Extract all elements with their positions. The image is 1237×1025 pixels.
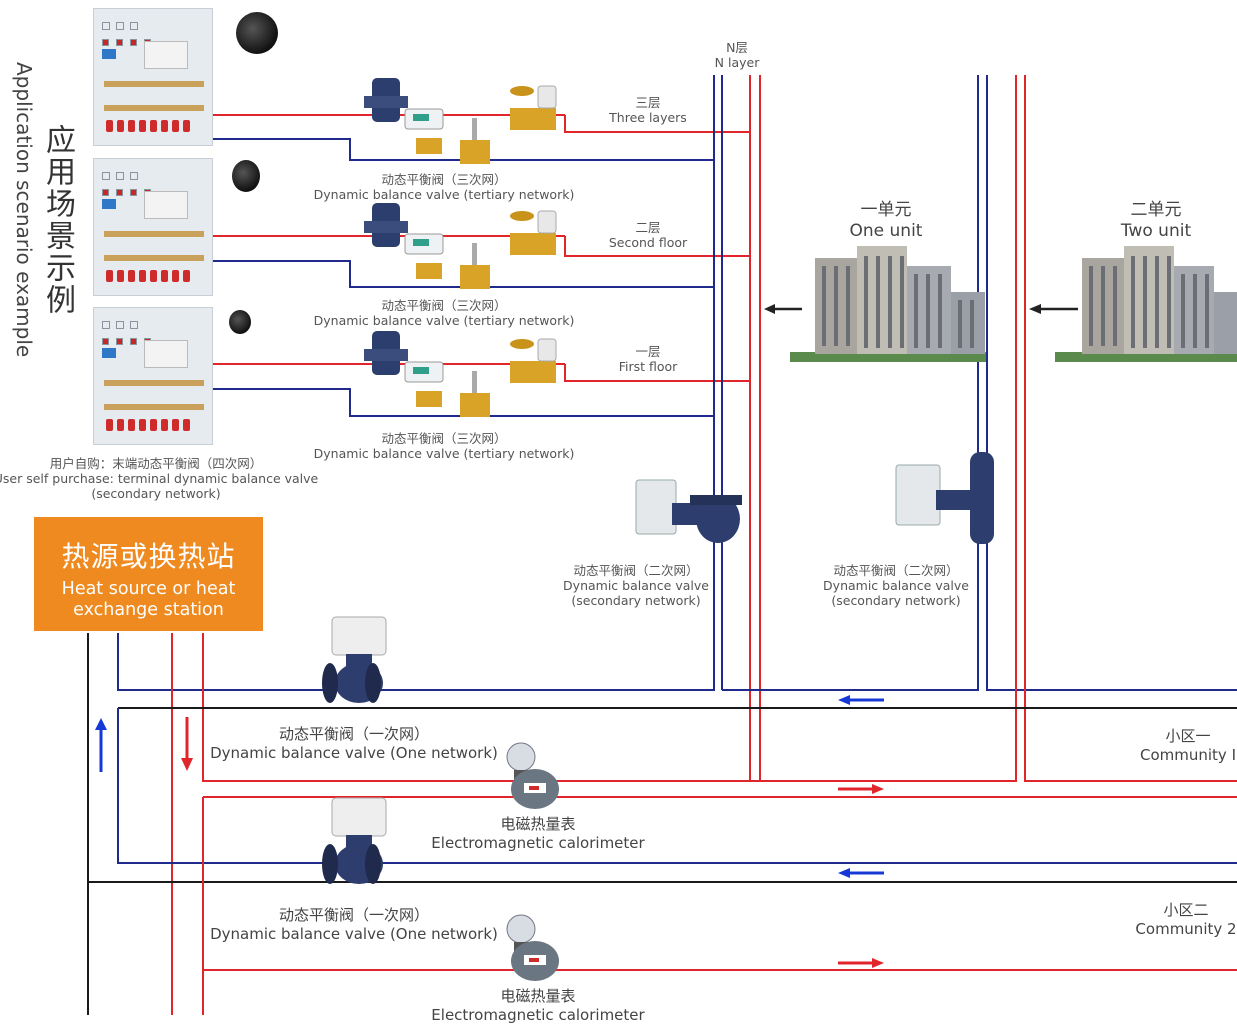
- manifold-cabinet-1f: [93, 307, 213, 445]
- primary-valve-2-image: [322, 797, 387, 884]
- secondary-valve-cn: 动态平衡阀（二次网）: [833, 563, 959, 578]
- calorimeter-cn: 电磁热量表: [500, 987, 576, 1005]
- left-arrow-black-2: [1029, 304, 1078, 314]
- tertiary-valve-caption-2f: 动态平衡阀（三次网） Dynamic balance valve (tertia…: [314, 298, 575, 328]
- unit-label-2: 二单元 Two unit: [1121, 200, 1191, 242]
- n-layer-en: N layer: [714, 55, 760, 70]
- calorimeter-en: Electromagnetic calorimeter: [431, 834, 645, 852]
- unit-2-cn: 二单元: [1130, 200, 1182, 220]
- calorimeter-2-image: [506, 914, 559, 981]
- calorimeter-en: Electromagnetic calorimeter: [431, 1006, 645, 1024]
- primary-valve-cn: 动态平衡阀（一次网）: [278, 725, 430, 743]
- title-en: Application scenario example: [12, 62, 36, 358]
- primary-valve-1-image: [322, 616, 387, 703]
- primary-valve-en: Dynamic balance valve (One network): [210, 744, 498, 762]
- secondary-valve-en1: Dynamic balance valve: [823, 578, 969, 593]
- calorimeter-caption-2: 电磁热量表 Electromagnetic calorimeter: [431, 987, 644, 1025]
- tertiary-valve-group-2f: [364, 203, 557, 289]
- floor-label-3: 三层 Three layers: [609, 95, 687, 125]
- floor-label-3-en: Three layers: [609, 110, 687, 125]
- heat-source-box: 热源或换热站 Heat source or heat exchange stat…: [34, 517, 263, 631]
- unit-1-en: One unit: [849, 221, 923, 241]
- n-layer-cn: N层: [726, 40, 748, 55]
- unit-2-en: Two unit: [1120, 221, 1192, 241]
- floor-pipes: [213, 114, 750, 417]
- calorimeter-caption-1: 电磁热量表 Electromagnetic calorimeter: [431, 815, 644, 853]
- community-label-2: 小区二 Community 2: [1135, 901, 1236, 939]
- thermostat-icon: [236, 12, 278, 54]
- user-purchase-line1: 用户自购：末端动态平衡阀（四次网）: [49, 456, 263, 471]
- floor-label-2-en: Second floor: [608, 235, 688, 250]
- primary-valve-cn: 动态平衡阀（一次网）: [278, 906, 430, 924]
- user-purchase-line3: (secondary network): [91, 486, 221, 501]
- secondary-valve-en2: (secondary network): [571, 593, 701, 608]
- unit-label-1: 一单元 One unit: [850, 200, 923, 242]
- left-arrow-blue-2: [838, 868, 884, 878]
- community-1-cn: 小区一: [1165, 727, 1211, 745]
- secondary-valve-en2: (secondary network): [831, 593, 961, 608]
- up-arrow-blue: [95, 718, 107, 772]
- tertiary-valve-groups: [364, 78, 557, 417]
- left-arrow-blue-1: [838, 695, 884, 705]
- primary-valve-caption-1: 动态平衡阀（一次网） Dynamic balance valve (One ne…: [210, 725, 498, 763]
- tertiary-valve-caption-3f: 动态平衡阀（三次网） Dynamic balance valve (tertia…: [314, 172, 575, 202]
- secondary-valve-caption-2: 动态平衡阀（二次网） Dynamic balance valve (second…: [823, 563, 969, 608]
- flow-arrows: [95, 304, 1078, 968]
- primary-network-lines: [87, 633, 1237, 1015]
- tertiary-valve-group-1f: [364, 331, 557, 417]
- thermostat-icon: [229, 310, 251, 334]
- thermostat-icon: [232, 160, 260, 192]
- down-arrow-red: [181, 717, 193, 771]
- tertiary-valve-cn: 动态平衡阀（三次网）: [381, 431, 507, 446]
- secondary-valve-2-image: [895, 452, 994, 544]
- right-arrow-red-1: [838, 784, 884, 794]
- floor-label-3-cn: 三层: [635, 95, 661, 110]
- tertiary-valve-cn: 动态平衡阀（三次网）: [381, 298, 507, 313]
- calorimeter-1-image: [506, 742, 559, 809]
- building-unit-2-image: [1055, 246, 1237, 362]
- left-arrow-black-1: [764, 304, 802, 314]
- tertiary-valve-caption-1f: 动态平衡阀（三次网） Dynamic balance valve (tertia…: [314, 431, 575, 461]
- title-cn-text: 应用场景示例: [40, 124, 75, 316]
- manifold-cabinet-3f: [93, 8, 213, 146]
- secondary-valve-cn: 动态平衡阀（二次网）: [573, 563, 699, 578]
- manifold-cabinet-2f: [93, 158, 213, 296]
- secondary-valve-caption-1: 动态平衡阀（二次网） Dynamic balance valve (second…: [563, 563, 709, 608]
- heat-source-cn: 热源或换热站: [61, 540, 236, 573]
- right-arrow-red-2: [838, 958, 884, 968]
- title-cn: 应用场景示例: [40, 124, 75, 316]
- unit-1-cn: 一单元: [860, 200, 912, 220]
- n-layer-label: N层 N layer: [715, 40, 760, 70]
- floor-label-2-cn: 二层: [635, 220, 661, 235]
- heat-source-en-2: exchange station: [73, 600, 224, 620]
- primary-valve-en: Dynamic balance valve (One network): [210, 925, 498, 943]
- community-1-en: Community I: [1139, 746, 1237, 764]
- calorimeter-cn: 电磁热量表: [500, 815, 576, 833]
- primary-valve-caption-2: 动态平衡阀（一次网） Dynamic balance valve (One ne…: [210, 906, 498, 944]
- community-2-en: Community 2: [1135, 920, 1237, 938]
- riser-unit-2: [722, 75, 1237, 782]
- floor-label-2: 二层 Second floor: [609, 220, 687, 250]
- community-2-cn: 小区二: [1163, 901, 1209, 919]
- building-unit-1-image: [790, 246, 986, 362]
- tertiary-valve-group-3f: [364, 78, 557, 164]
- tertiary-valve-cn: 动态平衡阀（三次网）: [381, 172, 507, 187]
- floor-label-1: 一层 First floor: [619, 344, 678, 374]
- tertiary-valve-en: Dynamic balance valve (tertiary network): [313, 187, 575, 202]
- tertiary-valve-en: Dynamic balance valve (tertiary network): [313, 313, 575, 328]
- tertiary-valve-en: Dynamic balance valve (tertiary network): [313, 446, 575, 461]
- heat-source-en-1: Heat source or heat: [61, 579, 236, 599]
- secondary-valve-en1: Dynamic balance valve: [563, 578, 709, 593]
- floor-label-1-cn: 一层: [635, 344, 661, 359]
- user-purchase-line2: User self purchase: terminal dynamic bal…: [0, 471, 319, 486]
- floor-label-1-en: First floor: [618, 359, 678, 374]
- community-label-1: 小区一 Community I: [1140, 727, 1236, 765]
- user-purchase-caption: 用户自购：末端动态平衡阀（四次网） User self purchase: te…: [0, 456, 318, 501]
- secondary-valve-1-image: [635, 479, 742, 543]
